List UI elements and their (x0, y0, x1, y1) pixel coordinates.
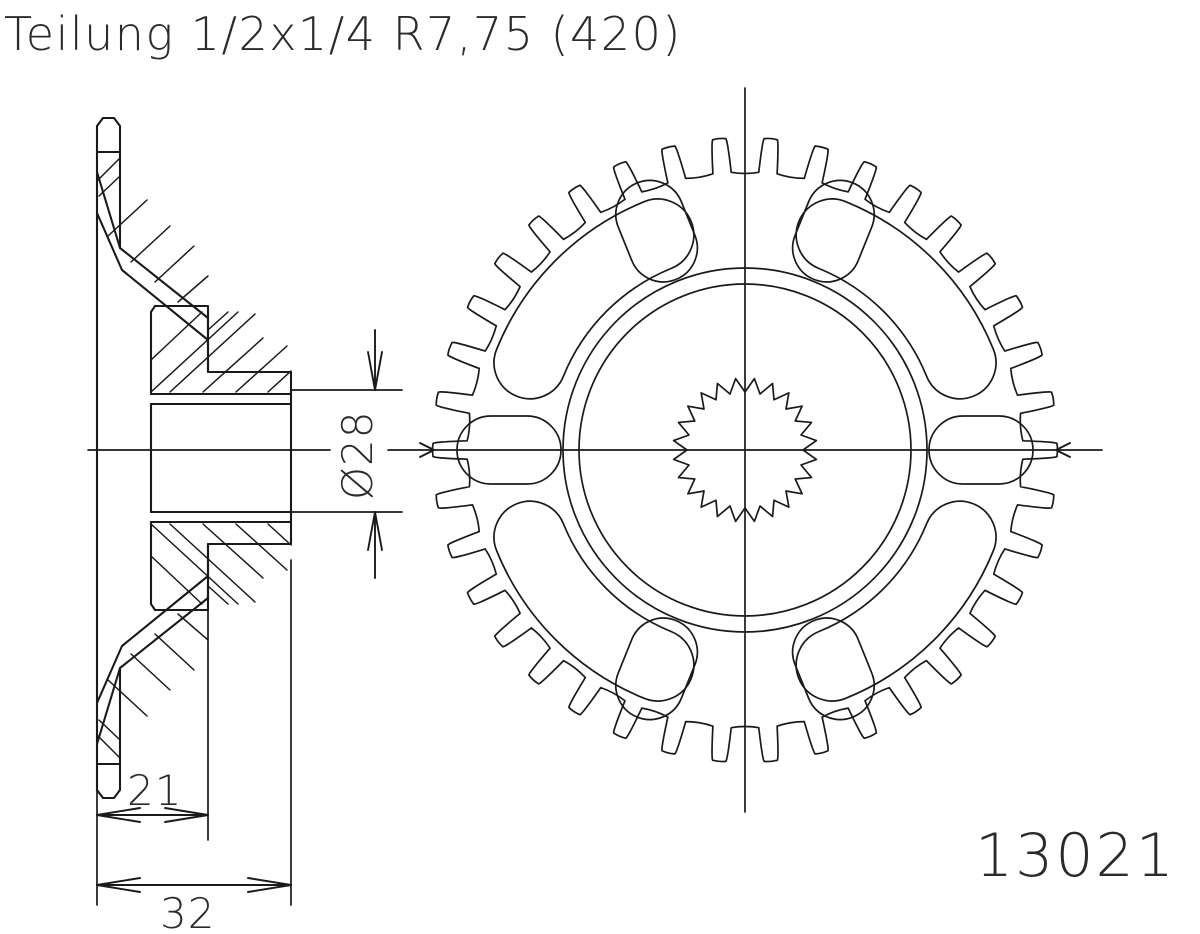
bore-diameter-dimension: Ø28 (290, 329, 403, 579)
sprocket-front-view (387, 87, 1103, 813)
sprocket-lightening-slots (456, 179, 1034, 721)
section-hatching-upper-web (98, 176, 209, 303)
section-web-lower-bottom (95, 542, 210, 746)
kidney-slot-lower-right (795, 500, 997, 702)
hub-width-arrow-left (96, 807, 141, 823)
section-web-lower-top (95, 574, 210, 705)
bore-dim-arrow-lower (367, 511, 383, 551)
section-hatching-tooth-tips (97, 157, 121, 759)
sprocket-cross-section (87, 116, 331, 800)
part-number-label: 13021 (975, 821, 1176, 891)
total-width-arrow-left (96, 877, 141, 893)
bore-dim-arrow-upper (367, 351, 383, 391)
section-web-upper-top (95, 170, 210, 374)
front-od-arrow-right (1055, 442, 1071, 458)
stadium-slot-upper-right (791, 179, 875, 283)
section-hatching-lower-web (98, 613, 209, 740)
stadium-slot-right (928, 415, 1034, 485)
stadium-slot-lower-left (615, 617, 699, 721)
section-hub-upper-top (153, 304, 293, 406)
section-hub-upper-left (149, 310, 293, 396)
kidney-slot-upper-left (493, 198, 695, 400)
hub-width-arrow-right (164, 807, 209, 823)
section-tooth-tip-upper (95, 116, 122, 250)
section-web-upper-bottom (95, 211, 210, 342)
total-width-label: 32 (160, 889, 215, 934)
section-hatching-lower-hub (150, 523, 292, 605)
total-width-dimension: 32 (96, 559, 292, 934)
section-hatching-upper-hub (150, 311, 292, 393)
stadium-slot-upper-left (615, 179, 699, 283)
stadium-slot-left (456, 415, 562, 485)
total-width-arrow-right (247, 877, 292, 893)
kidney-slot-lower-left (493, 500, 695, 702)
section-hub-upper-chamfer (149, 304, 157, 314)
hub-width-dimension: 21 (96, 609, 209, 841)
section-hub-lower-left (149, 520, 157, 612)
front-od-arrow-left (419, 442, 435, 458)
kidney-slot-upper-right (795, 198, 997, 400)
section-tooth-tip-lower (95, 666, 122, 800)
stadium-slot-lower-right (791, 617, 875, 721)
bore-diameter-label: Ø28 (333, 410, 382, 500)
sprocket-tooth-outline (431, 137, 1059, 763)
hub-width-label: 21 (127, 766, 182, 815)
drawing-title: Teilung 1/2x1/4 R7,75 (420) (4, 7, 682, 61)
sprocket-teeth-profile (431, 137, 1059, 763)
